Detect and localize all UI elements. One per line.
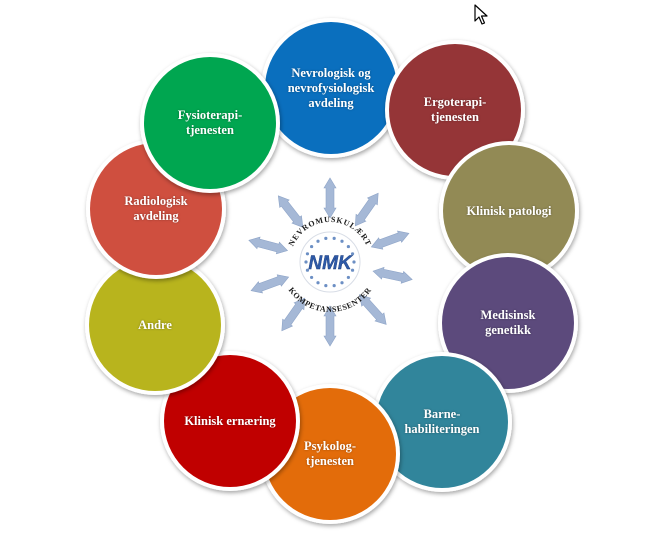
logo-dot bbox=[332, 284, 336, 288]
circle-fill-barnehabilitering bbox=[376, 356, 508, 488]
circle-fill-klinisk-ernaering bbox=[164, 355, 296, 487]
logo-dot bbox=[324, 284, 328, 288]
circle-andre bbox=[85, 255, 225, 395]
circle-fill-andre bbox=[89, 259, 221, 391]
logo-dot bbox=[324, 236, 328, 240]
logo-dot bbox=[346, 244, 350, 249]
logo-letters: NMK bbox=[308, 253, 353, 274]
circle-fill-nevrologisk bbox=[265, 22, 397, 154]
logo-dot bbox=[304, 260, 308, 264]
circle-barnehabilitering bbox=[372, 352, 512, 492]
logo-dot bbox=[350, 268, 355, 272]
double-arrow-fysioterapi bbox=[277, 195, 304, 228]
mouse-pointer-icon bbox=[474, 4, 488, 25]
double-arrow-nevrologisk bbox=[323, 177, 337, 219]
circle-fill-klinisk-patologi bbox=[443, 145, 575, 277]
double-arrow-barnehabilitering bbox=[359, 294, 387, 325]
logo-dot bbox=[346, 275, 350, 280]
double-arrow-andre bbox=[250, 274, 290, 294]
double-arrow-ergoterapi bbox=[354, 192, 379, 227]
logo-dot bbox=[340, 239, 344, 243]
logo-dot bbox=[310, 244, 314, 249]
arrows-group bbox=[248, 177, 413, 347]
double-arrow-klinisk-patologi bbox=[370, 230, 410, 250]
double-arrow-medisinsk-genetikk bbox=[372, 266, 413, 284]
logo-dot bbox=[350, 252, 355, 256]
circle-klinisk-patologi bbox=[439, 141, 579, 281]
logo-dot bbox=[340, 281, 344, 285]
logo-dots bbox=[304, 236, 356, 288]
logo-dot bbox=[352, 260, 356, 264]
circle-fill-medisinsk-genetikk bbox=[442, 257, 574, 389]
center-logo: NMK NEVROMUSKULÆRT KOMPETANSESENTER bbox=[287, 215, 373, 314]
logo-dot bbox=[305, 252, 310, 256]
double-arrow-klinisk-ernaering bbox=[281, 297, 306, 332]
logo-dot bbox=[305, 268, 310, 272]
logo-dot bbox=[316, 239, 320, 243]
circle-fill-fysioterapi bbox=[144, 57, 276, 189]
circle-fysioterapi bbox=[140, 53, 280, 193]
department-circles bbox=[85, 18, 579, 524]
circle-fill-ergoterapi bbox=[389, 44, 521, 176]
logo-dot bbox=[310, 275, 314, 280]
double-arrow-radiologisk bbox=[248, 236, 289, 255]
logo-dot bbox=[332, 236, 336, 240]
circle-nevrologisk bbox=[261, 18, 401, 158]
logo-dot bbox=[316, 281, 320, 285]
double-arrow-psykologtjenesten bbox=[323, 305, 337, 347]
circle-medisinsk-genetikk bbox=[438, 253, 578, 393]
circle-klinisk-ernaering bbox=[160, 351, 300, 491]
